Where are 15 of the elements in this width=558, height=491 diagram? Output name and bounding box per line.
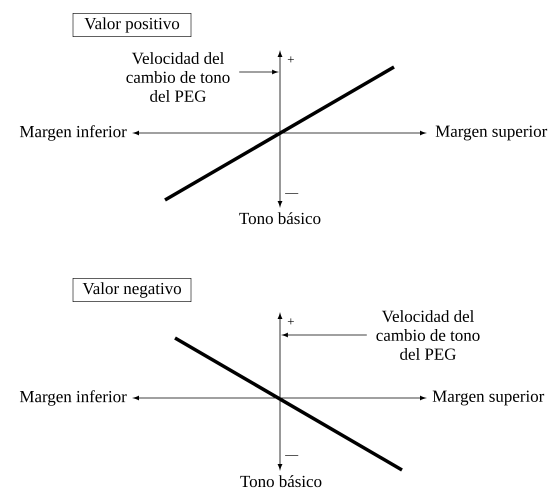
plus-sign: +	[288, 318, 294, 324]
axis-label: Tono básico	[240, 475, 322, 488]
axis-label: Margen inferior	[20, 390, 127, 406]
axis-arrow	[278, 313, 282, 470]
axis-label: Margen inferior	[20, 125, 127, 141]
callout-text: Velocidad del cambio de tono del PEG	[126, 52, 230, 102]
label-box: Valor positivo	[72, 13, 192, 37]
label-box: Valor negativo	[72, 278, 192, 302]
leader-arrow	[238, 70, 278, 74]
axis-label: Tono básico	[239, 212, 320, 224]
axis-label: Margen superior	[432, 390, 544, 406]
axis-arrow	[278, 51, 282, 207]
axis-label: Margen superior	[436, 126, 548, 140]
callout-text: Velocidad del cambio de tono del PEG	[376, 310, 480, 360]
leader-arrow	[282, 332, 368, 338]
